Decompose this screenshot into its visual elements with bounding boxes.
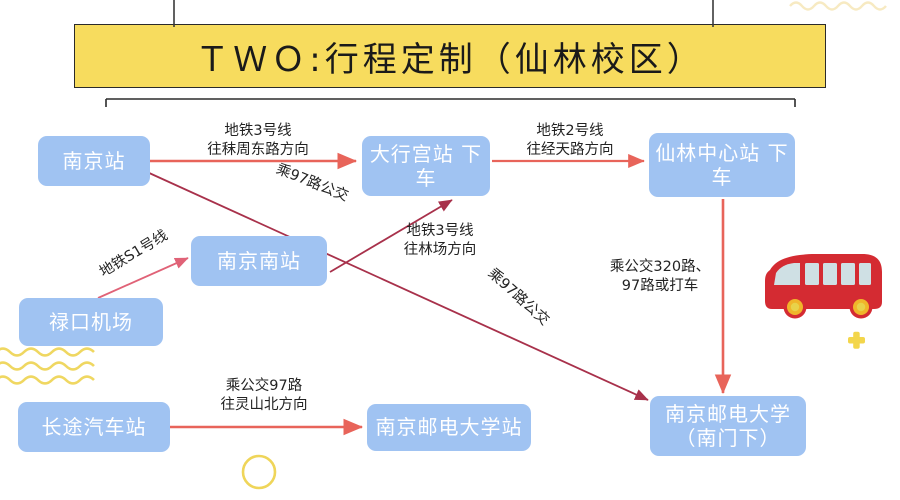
node-label: 南京邮电大学站 <box>375 415 523 440</box>
bus-icon <box>765 254 882 319</box>
node-lukou-airport[interactable]: 禄口机场 <box>19 298 163 346</box>
page-title: ＴＷＯ:行程定制（仙林校区） <box>195 39 705 80</box>
node-label: 大行宫站 下车 <box>369 141 483 190</box>
node-njupt-south-gate[interactable]: 南京邮电大学 （南门下） <box>650 396 806 456</box>
node-njupt-stop[interactable]: 南京邮电大学站 <box>367 404 531 451</box>
node-label: 仙林中心站 下车 <box>655 140 789 189</box>
edge-south-to-daxinggong <box>329 199 453 273</box>
edge-airport-to-south <box>97 257 189 299</box>
node-xianlin-center[interactable]: 仙林中心站 下车 <box>649 133 795 197</box>
wave-decoration-icon <box>789 1 887 11</box>
edge-nanjing-to-njupt <box>146 171 649 401</box>
edge-label-south-to-daxinggong: 地铁3号线 往林场方向 <box>403 223 477 258</box>
plus-decoration-icon <box>848 331 865 349</box>
edge-label-daxinggong-to-xianlin: 地铁2号线 往经天路方向 <box>526 123 614 158</box>
node-long-distance-bus[interactable]: 长途汽车站 <box>18 402 170 452</box>
node-daxinggong-station[interactable]: 大行宫站 下车 <box>362 136 490 196</box>
title-banner: ＴＷＯ:行程定制（仙林校区） <box>74 24 826 88</box>
edge-label-bus-to-njupt-stop: 乘公交97路 往灵山北方向 <box>220 378 308 413</box>
banner-underbracket <box>105 98 796 107</box>
edge-label-xianlin-to-njupt: 乘公交320路、 97路或打车 <box>609 259 711 294</box>
node-label: 南京邮电大学 （南门下） <box>665 401 791 450</box>
node-label: 长途汽车站 <box>41 414 147 439</box>
node-label: 南京南站 <box>217 248 301 273</box>
node-label: 禄口机场 <box>49 309 133 334</box>
node-label: 南京站 <box>62 148 126 173</box>
edge-label-nanjing-to-daxinggong: 地铁3号线 往秣周东路方向 <box>207 123 309 158</box>
circle-decoration-icon <box>241 454 277 490</box>
wave-decoration-icon <box>0 347 95 385</box>
node-nanjing-station[interactable]: 南京站 <box>38 136 150 186</box>
node-nanjing-south[interactable]: 南京南站 <box>191 236 327 286</box>
banner-tick-marks <box>173 0 714 27</box>
